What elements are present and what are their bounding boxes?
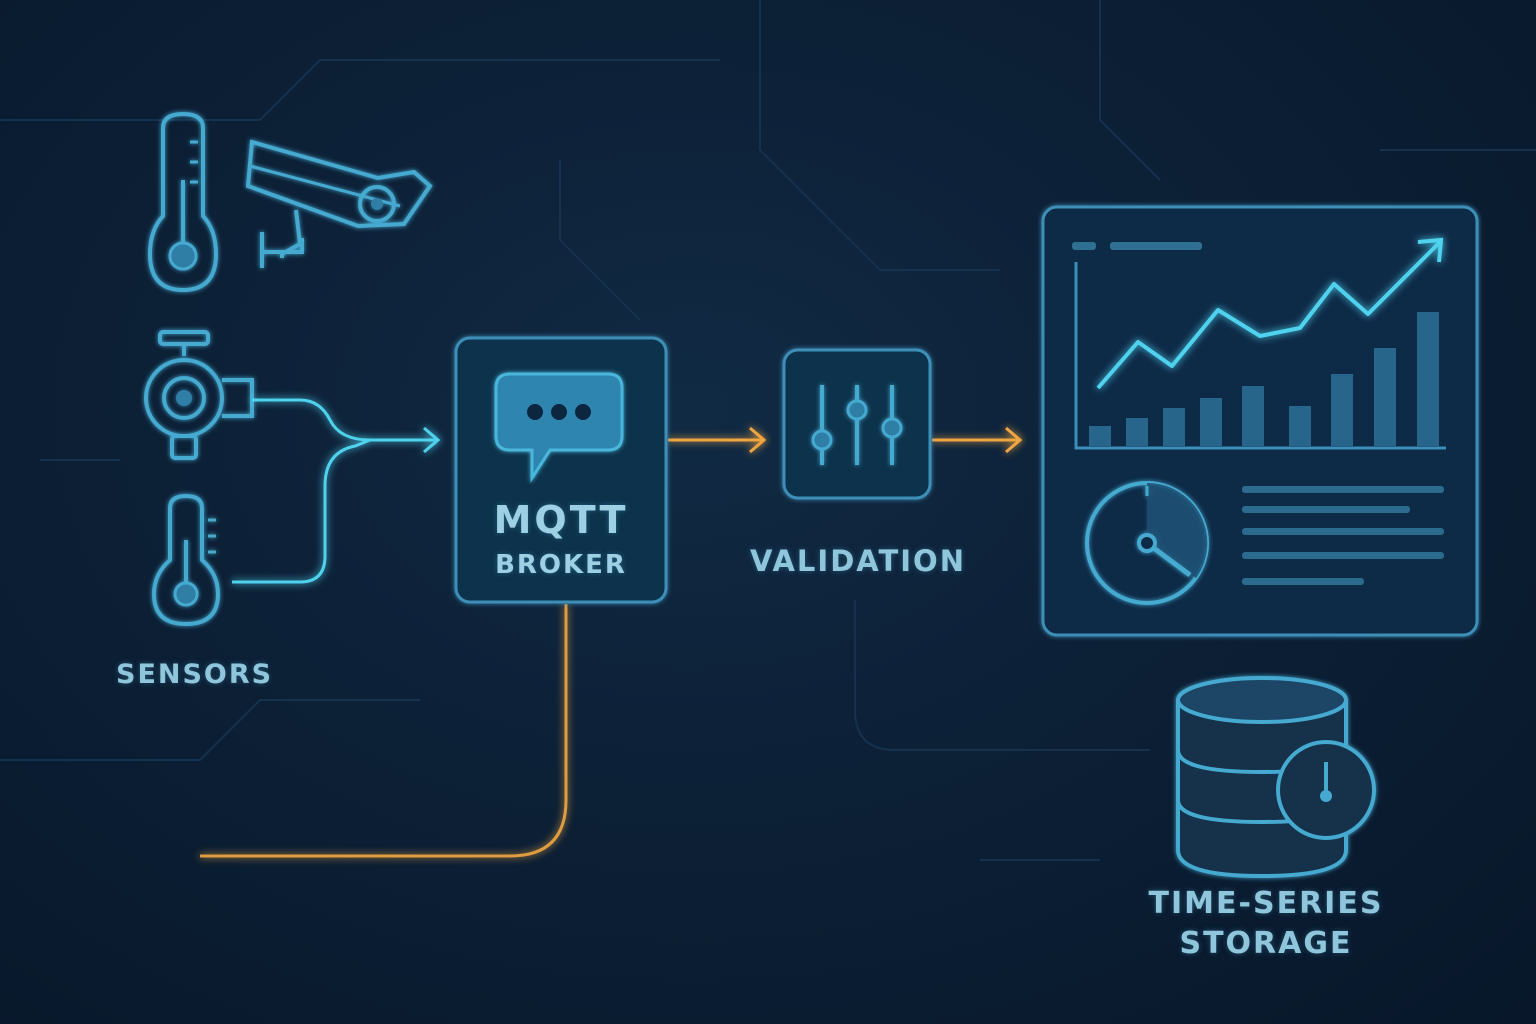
sliders-icon bbox=[811, 385, 903, 465]
validation-box bbox=[782, 348, 932, 500]
validation-label: VALIDATION bbox=[750, 544, 966, 578]
sensor-flow-lines bbox=[232, 398, 441, 584]
background-circuit-traces bbox=[0, 0, 1536, 861]
thermometer-icon bbox=[147, 111, 219, 293]
mqtt-broker-title: MQTT bbox=[493, 498, 629, 542]
storage-label-line1: TIME-SERIES bbox=[1148, 886, 1384, 921]
chat-bubble-icon bbox=[494, 372, 624, 484]
dashboard-icon bbox=[1041, 205, 1479, 637]
mqtt-broker-box bbox=[454, 336, 668, 604]
broker-to-validation-arrow bbox=[668, 426, 767, 454]
storage-label-line2: STORAGE bbox=[1179, 926, 1353, 961]
sensors-label: SENSORS bbox=[116, 659, 274, 690]
gauge-clock-icon bbox=[1085, 481, 1209, 605]
pump-valve-icon bbox=[144, 330, 254, 460]
dashboard-bars bbox=[1089, 312, 1439, 446]
validation-to-dashboard-arrow bbox=[932, 426, 1023, 454]
thermometer-icon-2 bbox=[151, 493, 221, 627]
broker-down-line bbox=[200, 604, 568, 858]
security-camera-icon bbox=[245, 139, 433, 268]
trend-line-arrow-icon bbox=[1096, 237, 1444, 390]
database-clock-icon bbox=[1176, 676, 1376, 879]
dashboard-text-lines bbox=[1242, 486, 1444, 585]
mqtt-broker-subtitle: BROKER bbox=[495, 550, 627, 580]
